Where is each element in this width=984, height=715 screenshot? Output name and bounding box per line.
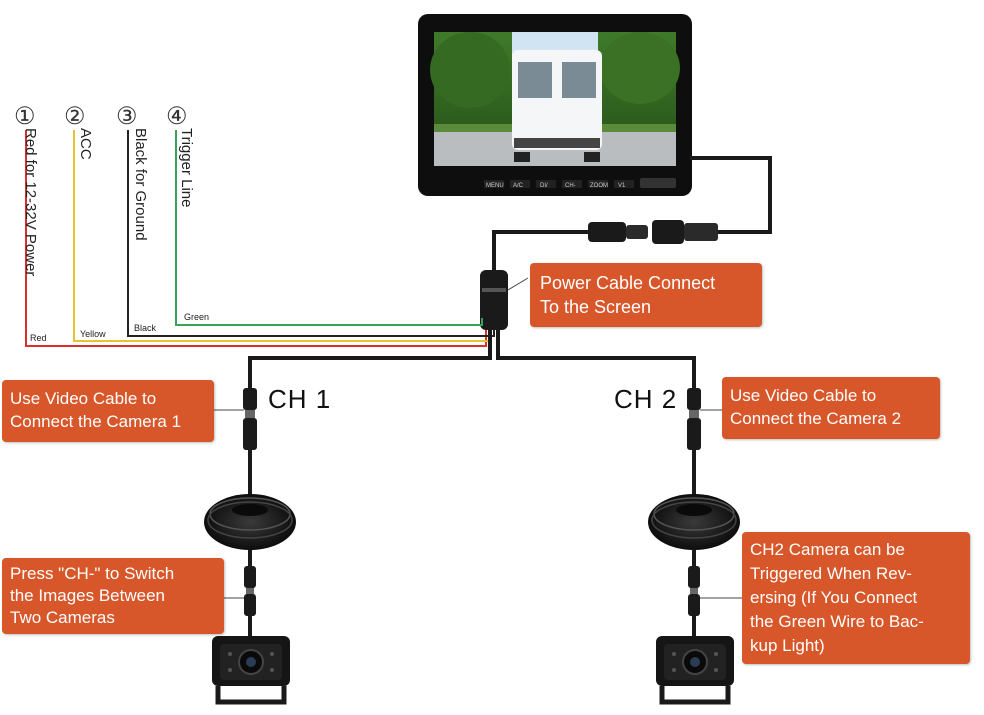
black-wire	[127, 130, 495, 337]
wire-3-number: ③	[116, 102, 138, 130]
callout-line: To the Screen	[540, 297, 652, 317]
video-cable-2-callout: Use Video Cable to Connect the Camera 2	[722, 377, 940, 439]
zoom-button-label: ZOOM	[590, 183, 608, 189]
monitor-screen	[430, 32, 680, 166]
camera-1	[212, 636, 290, 705]
callout-line: Two Cameras	[10, 608, 115, 627]
callout-line: Power Cable Connect	[540, 273, 716, 293]
ch2-label: CH 2	[614, 384, 678, 414]
callout-line: the Images Between	[10, 586, 165, 605]
ch2-video-connector	[687, 388, 701, 450]
callout-line: Connect the Camera 1	[10, 412, 182, 431]
menu-button-label: MENU	[486, 183, 504, 189]
ch-minus-button-label: CH-	[565, 183, 576, 189]
camera-2	[656, 636, 734, 705]
callout-line: Use Video Cable to	[10, 389, 157, 408]
monitor: MENU A/C DI/ CH- ZOOM V1	[418, 14, 692, 196]
callout-line: Use Video Cable to	[730, 386, 877, 405]
ch1-camera-connector	[244, 566, 256, 616]
green-wire	[175, 130, 483, 326]
power-cable-callout: Power Cable Connect To the Screen	[530, 263, 762, 327]
power-cable	[492, 156, 772, 272]
wire-2-number: ②	[64, 102, 86, 130]
wire-2-description: ACC	[77, 128, 94, 160]
wire-4-description: Trigger Line	[178, 128, 195, 208]
switch-images-callout: Press "CH-" to Switch the Images Between…	[2, 558, 224, 634]
cable-junction	[480, 270, 508, 330]
callout-line: the Green Wire to Bac-	[750, 612, 924, 631]
callout-line: CH2 Camera can be	[750, 540, 905, 559]
red-wire-label: Red	[30, 333, 47, 343]
callout-line: Press "CH-" to Switch	[10, 564, 175, 583]
ch2-camera-connector	[688, 566, 700, 616]
wire-1-number: ①	[14, 102, 36, 130]
power-wires	[25, 130, 495, 347]
yellow-wire-label: Yellow	[80, 329, 106, 339]
power-connector	[588, 220, 718, 244]
di-button-label: DI/	[540, 183, 548, 189]
ch2-trigger-callout: CH2 Camera can be Triggered When Rev- er…	[742, 532, 970, 664]
v1-button-label: V1	[618, 183, 626, 189]
callout-line: kup Light)	[750, 636, 825, 655]
ch1-cable-coil	[204, 494, 296, 550]
wire-1-description: Red for 12-32V Power	[22, 128, 39, 277]
video-cable-1-callout: Use Video Cable to Connect the Camera 1	[2, 380, 214, 442]
video-cables	[248, 330, 696, 640]
callout-pointers	[212, 277, 742, 599]
ac-button-label: A/C	[513, 183, 524, 189]
red-wire	[25, 130, 487, 347]
ch1-label: CH 1	[268, 384, 332, 414]
monitor-buttons: MENU A/C DI/ CH- ZOOM V1	[484, 178, 676, 189]
green-wire-label: Green	[184, 312, 210, 322]
callout-line: Triggered When Rev-	[750, 564, 912, 583]
wire-3-description: Black for Ground	[132, 128, 149, 241]
callout-line: ersing (If You Connect	[750, 588, 918, 607]
ch1-video-connector	[243, 388, 257, 450]
van-image	[512, 50, 602, 162]
wire-4-number: ④	[166, 102, 188, 130]
callout-line: Connect the Camera 2	[730, 409, 902, 428]
black-wire-label: Black	[134, 323, 157, 333]
ch2-cable-coil	[648, 494, 740, 550]
